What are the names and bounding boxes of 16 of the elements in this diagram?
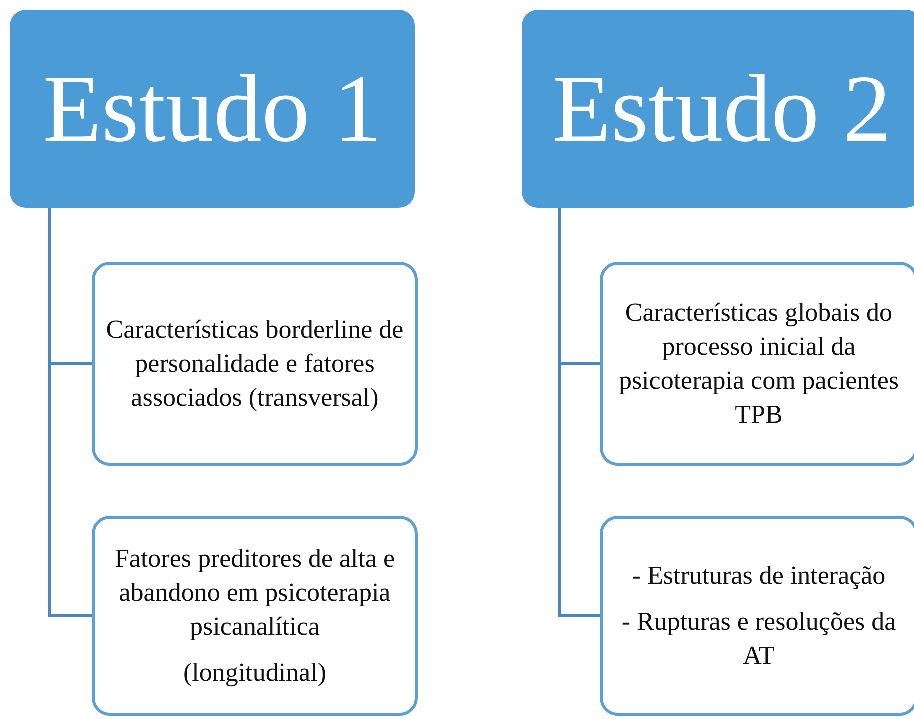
content-box <box>600 516 914 716</box>
description-text: - Estruturas de interação <box>632 560 886 592</box>
heading-text: Estudo 1 <box>43 61 382 157</box>
connector-line <box>48 208 92 618</box>
header-box <box>522 10 914 208</box>
heading-text: Estudo 2 <box>552 61 892 157</box>
content-box <box>92 516 418 716</box>
header-box <box>10 10 415 208</box>
description-text: - Rupturas e resoluções da AT <box>620 606 898 672</box>
connector-line <box>558 208 600 618</box>
description-text: Características borderline de personalidade e fatores associados (transversal) <box>105 314 405 414</box>
content-box <box>600 262 914 466</box>
description-text: Características globais do processo inicial da psicoterapia com pacientes TPB <box>618 297 900 431</box>
content-box <box>92 262 418 466</box>
description-text: (longitudinal) <box>184 656 326 689</box>
description-text: Fatores preditores de alta e abandono em psicoterapia psicanalítica <box>114 543 396 643</box>
